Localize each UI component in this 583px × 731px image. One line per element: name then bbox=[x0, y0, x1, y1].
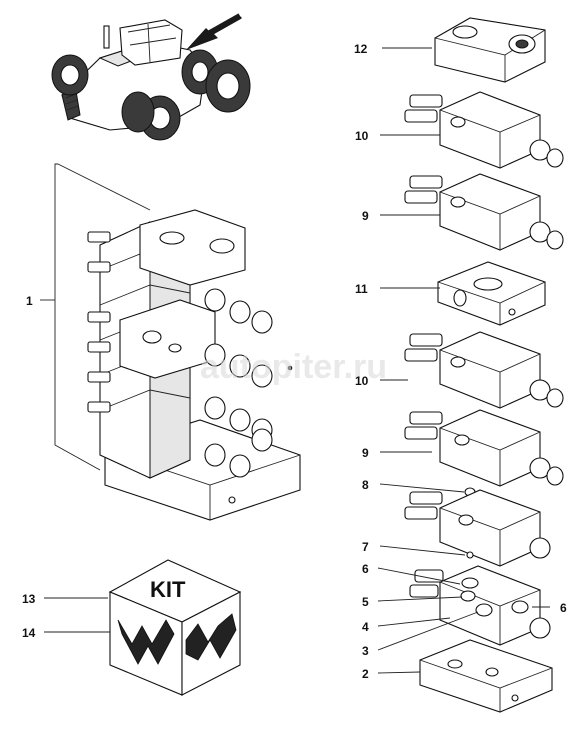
callout-4: 4 bbox=[362, 620, 369, 634]
callout-labels: 12 10 9 11 10 9 8 7 6 5 4 3 2 6 13 14 1 bbox=[22, 42, 567, 681]
callout-5: 5 bbox=[362, 595, 369, 609]
callout-3: 3 bbox=[362, 644, 369, 658]
main-valve-assembly bbox=[54, 163, 301, 521]
callout-11: 11 bbox=[355, 282, 368, 296]
part-12-top-cover bbox=[434, 17, 546, 83]
callout-7: 7 bbox=[362, 540, 369, 554]
callout-9-lower: 9 bbox=[362, 446, 369, 460]
part-11-intermediate-plate bbox=[437, 261, 546, 326]
location-arrow-icon bbox=[186, 13, 242, 50]
callout-12: 12 bbox=[354, 42, 368, 56]
callout-1: 1 bbox=[26, 294, 33, 308]
callout-9-upper: 9 bbox=[362, 209, 369, 223]
callout-8: 8 bbox=[362, 478, 369, 492]
part-9-valve-section-lower bbox=[404, 409, 564, 487]
part-7-valve-section bbox=[404, 489, 551, 567]
callout-leader-lines bbox=[40, 47, 550, 674]
watermark-text: autopiter.ru bbox=[200, 348, 387, 386]
callout-13: 13 bbox=[22, 592, 36, 606]
part-2-base-plate bbox=[419, 639, 553, 713]
part-9-valve-section-upper bbox=[404, 173, 564, 251]
callout-2: 2 bbox=[362, 667, 369, 681]
kit-box-icon bbox=[108, 559, 242, 696]
callout-10-lower: 10 bbox=[355, 374, 369, 388]
callout-6-left: 6 bbox=[362, 562, 369, 576]
tractor-illustration bbox=[51, 19, 251, 141]
part-10-valve-section-lower bbox=[404, 331, 564, 409]
callout-6-right: 6 bbox=[560, 601, 567, 615]
callout-10-upper: 10 bbox=[355, 129, 369, 143]
kit-label: KIT bbox=[150, 577, 186, 602]
callout-14: 14 bbox=[22, 626, 36, 640]
part-inlet-section-with-seals bbox=[409, 565, 551, 646]
part-10-valve-section-upper bbox=[404, 91, 564, 169]
